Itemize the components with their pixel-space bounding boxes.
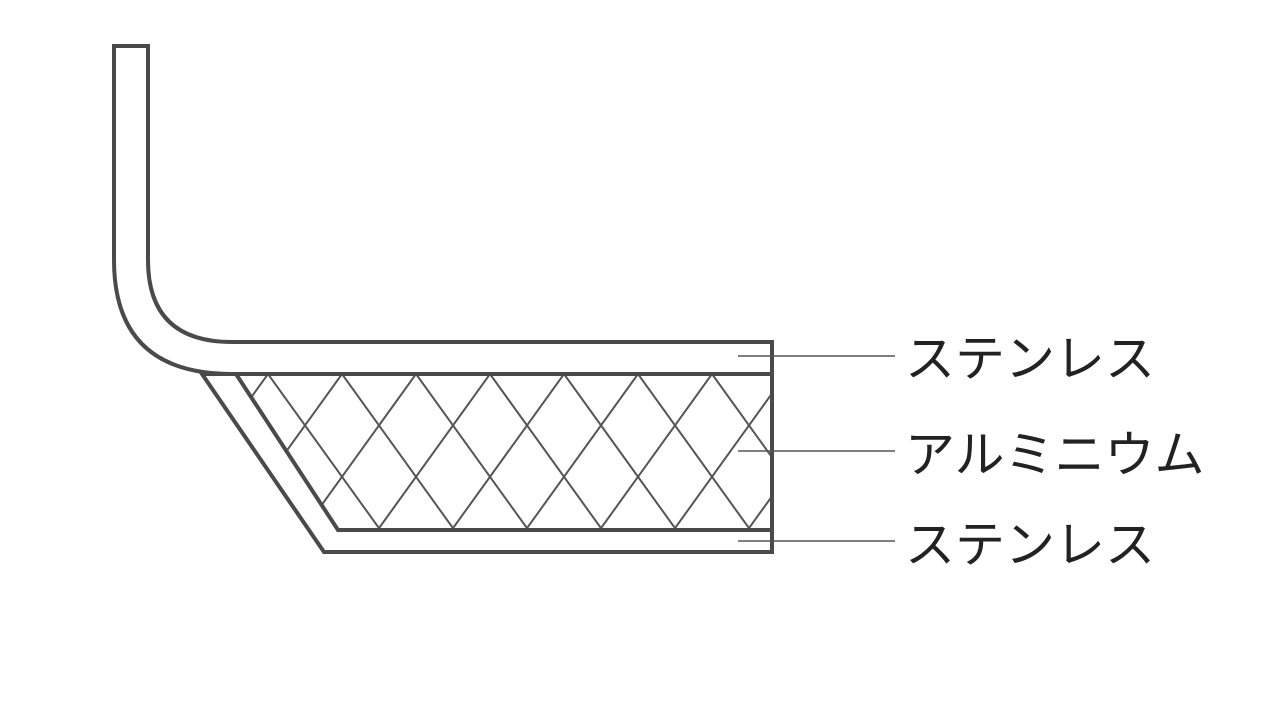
lower-stainless-layer xyxy=(198,372,774,554)
aluminium-core-layer xyxy=(203,372,774,532)
label-lower-stainless: ステンレス xyxy=(905,516,1155,574)
label-aluminium: アルミニウム xyxy=(905,426,1205,484)
upper-stainless-layer xyxy=(112,44,774,376)
label-upper-stainless: ステンレス xyxy=(905,330,1155,388)
